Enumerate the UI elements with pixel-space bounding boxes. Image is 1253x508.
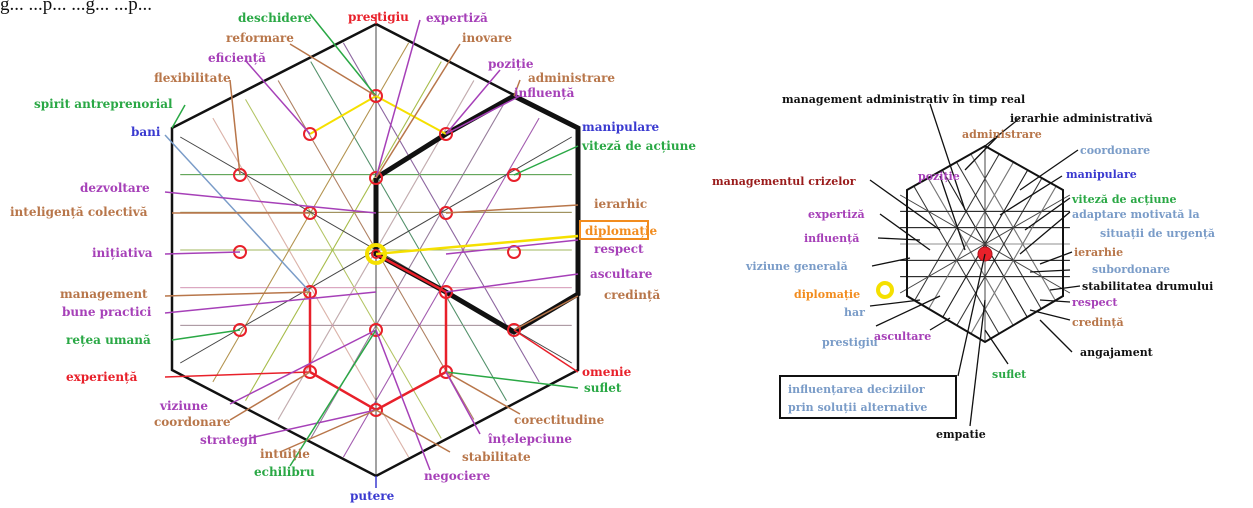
label-echilibru: echilibru <box>254 465 315 479</box>
label-dezvoltare: dezvoltare <box>80 181 150 195</box>
r-label-coordonare: coordonare <box>1080 144 1150 157</box>
r-label-pozitie: poziție <box>918 170 960 183</box>
r-label-ascultare: ascultare <box>874 330 931 343</box>
r-label-diplomatie: diplomație <box>794 288 860 301</box>
right-hexagon-grid <box>899 146 1071 342</box>
right-influentarea-box <box>779 375 957 419</box>
label-viteza: viteză de acțiune <box>581 139 696 153</box>
r-label-ierarhie-admin: ierarhie administrativă <box>1010 112 1153 125</box>
label-influenta: influență <box>514 86 575 100</box>
r-label-suflet: suflet <box>992 368 1027 381</box>
label-intelepciune: înțelepciune <box>488 432 572 446</box>
left-diplomatie-box <box>579 220 649 240</box>
label-retea: rețea umană <box>66 333 151 347</box>
label-respect: respect <box>594 242 644 256</box>
right-outer-hexagon <box>906 144 1064 344</box>
label-inteligenta: inteligență colectivă <box>10 205 148 219</box>
label-manipulare: manipulare <box>582 120 660 134</box>
r-label-influentarea2: prin soluții alternative <box>788 401 927 414</box>
label-prestigiu: prestigiu <box>348 10 409 24</box>
r-label-bar: har <box>844 306 865 319</box>
r-label-ierarhie: ierarhie <box>1074 246 1123 259</box>
r-label-stabilitatea: stabilitatea drumului <box>1082 280 1213 293</box>
r-label-viziune: viziune generală <box>745 260 848 273</box>
label-management: management <box>60 287 148 301</box>
r-label-influenta: influență <box>804 232 859 245</box>
label-flexibilitate: flexibilitate <box>154 71 231 85</box>
label-deschidere: deschidere <box>238 11 312 25</box>
r-label-adaptare1: adaptare motivată la <box>1072 208 1200 221</box>
label-ierarhic: ierarhic <box>594 197 647 211</box>
r-label-subordonare: subordonare <box>1092 263 1170 276</box>
r-label-mgmt-admin: management administrativ în timp real <box>782 93 1025 106</box>
label-credinta: credință <box>604 288 660 302</box>
label-viziune: viziune <box>159 399 208 413</box>
right-yellow-node <box>876 281 894 299</box>
r-label-adaptare2: situații de urgență <box>1100 227 1215 240</box>
label-expertiza: expertiză <box>426 11 488 25</box>
label-ascultare: ascultare <box>590 267 653 281</box>
r-label-crize: managementul crizelor <box>712 175 856 188</box>
r-label-empatie: empatie <box>936 428 986 441</box>
r-label-respect: respect <box>1072 296 1118 309</box>
label-intuitie: intuiție <box>260 447 310 461</box>
r-label-influentarea1: influențarea deciziilor <box>788 383 925 396</box>
label-putere: putere <box>350 489 395 503</box>
header-fragment: g... ...p... ...g... ...p... <box>0 0 152 15</box>
r-label-credinta: credință <box>1072 316 1124 329</box>
r-label-viteza: viteză de acțiune <box>1071 193 1176 206</box>
label-eficienta: eficiență <box>208 51 266 65</box>
label-initiativa: inițiativa <box>92 246 153 260</box>
label-pozitie: poziție <box>488 57 534 71</box>
label-spirit: spirit antreprenorial <box>34 97 173 111</box>
left-red-path <box>308 252 448 412</box>
r-label-manipulare: manipulare <box>1066 168 1137 181</box>
label-suflet: suflet <box>584 381 622 395</box>
r-label-administrare: administrare <box>962 128 1042 141</box>
label-negociere: negociere <box>424 469 491 483</box>
r-label-prestigiu: prestigiu <box>822 336 878 349</box>
label-inovare: inovare <box>462 31 512 45</box>
label-stabilitate: stabilitate <box>462 450 531 464</box>
left-leader-lines <box>164 13 579 488</box>
label-omenie: omenie <box>582 365 632 379</box>
r-label-expertiza: expertiză <box>808 208 865 221</box>
label-administrare: administrare <box>528 71 615 85</box>
left-thick-black-path <box>373 93 581 335</box>
label-bani: bani <box>131 125 161 139</box>
label-diplomatie: diplomație <box>585 224 657 238</box>
label-coordonare: coordonare <box>154 415 231 429</box>
label-reformare: reformare <box>226 31 294 45</box>
r-label-angajament: angajament <box>1080 346 1154 359</box>
label-strategii: strategii <box>200 433 258 447</box>
right-leader-lines <box>869 103 1081 427</box>
label-corectitudine: corectitudine <box>514 413 605 427</box>
lattice-diagonal <box>899 194 1071 294</box>
label-experienta: experiență <box>66 370 138 384</box>
label-bune: bune practici <box>62 305 152 319</box>
